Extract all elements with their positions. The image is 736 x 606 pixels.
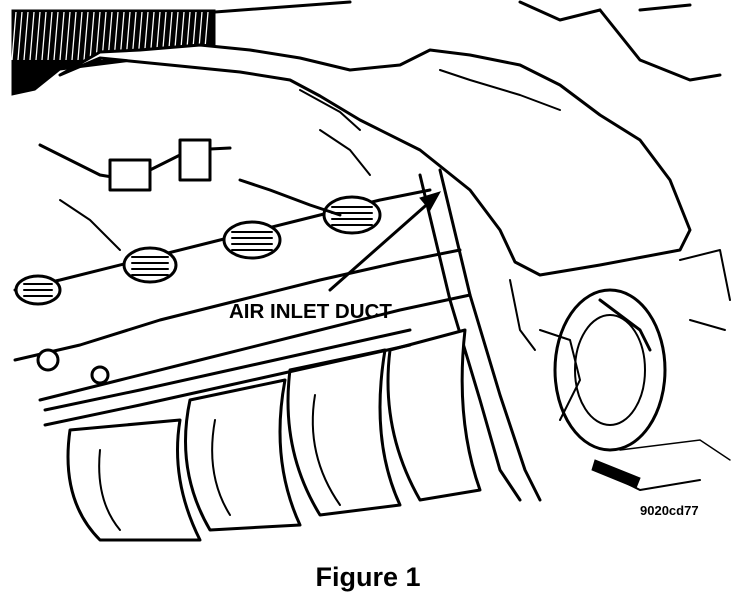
- figure-caption: Figure 1: [315, 562, 421, 592]
- ignition-coils: [14, 195, 382, 306]
- radiator-fin-line: [41, 11, 47, 61]
- right-side-details: [591, 249, 731, 491]
- radiator-fin-line: [71, 11, 77, 61]
- figure-code-label: 9020cd77: [640, 503, 699, 518]
- intake-runners: [66, 328, 482, 542]
- fuel-rail: [36, 328, 412, 427]
- callout-arrow: [328, 191, 442, 292]
- radiator-fin-line: [59, 11, 65, 61]
- throttle-body: [539, 288, 667, 452]
- radiator-fin-line: [17, 11, 23, 61]
- hood-outline: [213, 0, 722, 82]
- radiator-fin-line: [89, 11, 95, 61]
- wiring-harness: [38, 138, 342, 251]
- radiator-fin-line: [23, 11, 29, 61]
- hose: [418, 168, 542, 502]
- air-inlet-duct: [58, 43, 692, 351]
- radiator-fin-line: [77, 11, 83, 61]
- air-inlet-duct-label: AIR INLET DUCT: [229, 300, 392, 323]
- radiator-fin-line: [47, 11, 53, 61]
- valve-cover: [13, 188, 472, 402]
- radiator-fin-line: [65, 11, 71, 61]
- radiator-fin-line: [95, 11, 101, 61]
- radiator-fin-line: [83, 11, 89, 61]
- radiator-fin-line: [29, 11, 35, 61]
- radiator-fin-line: [35, 11, 41, 61]
- radiator-fin-line: [53, 11, 59, 61]
- radiator-fin-line: [11, 11, 17, 61]
